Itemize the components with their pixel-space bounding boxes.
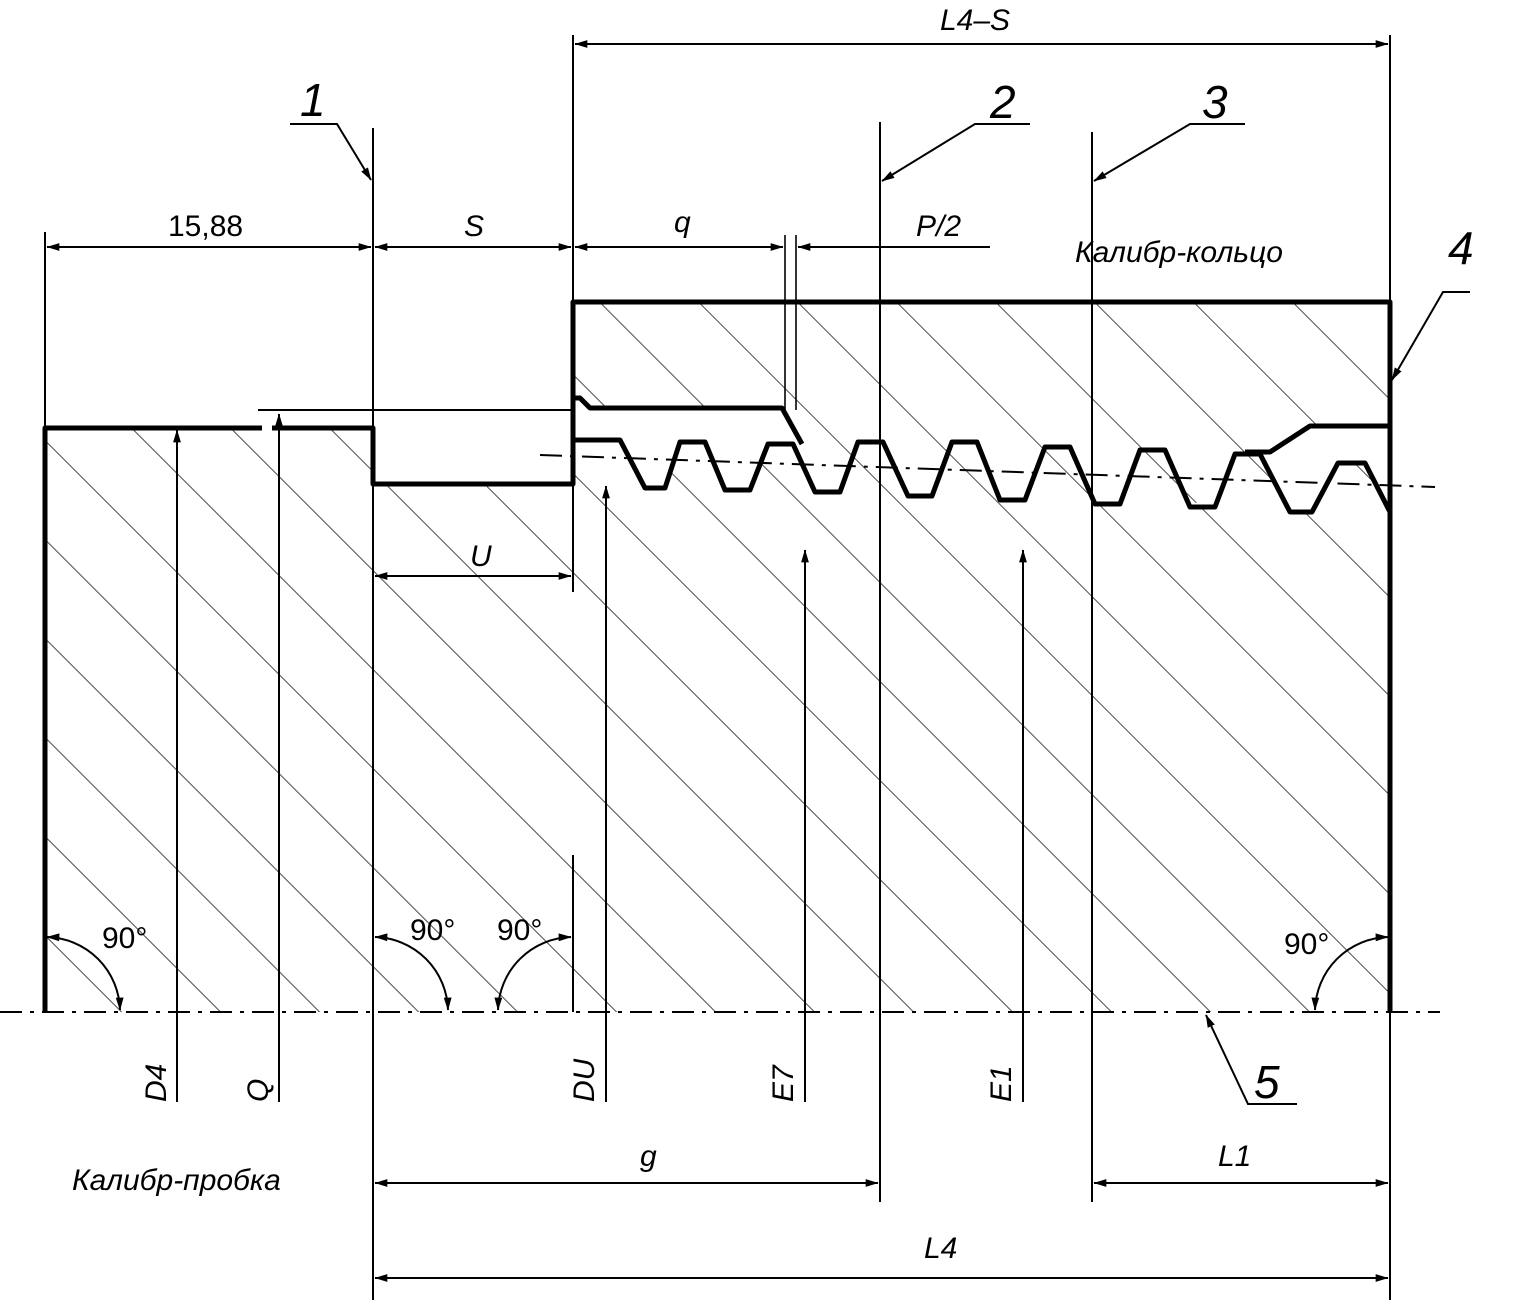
label-p2: P/2 (916, 210, 961, 243)
label-e1: E1 (985, 1065, 1018, 1102)
callout-5-leader (1205, 1014, 1297, 1105)
pitch-line (539, 454, 1436, 488)
label-15-88: 15,88 (168, 210, 243, 243)
angle-arc-1 (46, 933, 124, 1011)
callout-1-leader (290, 123, 372, 181)
angle-label-4: 90° (1284, 928, 1329, 961)
callout-3-leader (1093, 123, 1245, 182)
label-l1: L1 (1218, 1140, 1251, 1173)
label-du: DU (568, 1058, 601, 1102)
label-l4: L4 (924, 1232, 957, 1265)
angle-arc-3 (494, 933, 572, 1011)
callout-4: 4 (1448, 222, 1474, 274)
callout-1: 1 (300, 74, 326, 126)
callout-2-leader (881, 123, 1030, 182)
label-q-diam: Q (242, 1079, 275, 1102)
callout-5: 5 (1254, 1056, 1280, 1108)
callout-4-leader (1391, 291, 1470, 381)
angle-label-2: 90° (410, 914, 455, 947)
ring-gauge-label: Калибр-кольцо (1075, 236, 1283, 269)
angle-label-1: 90° (102, 922, 147, 955)
label-q: q (674, 206, 691, 239)
angle-arc-2 (374, 933, 452, 1011)
label-l4-minus-s: L4–S (940, 4, 1010, 37)
label-d4: D4 (140, 1064, 173, 1102)
label-s: S (464, 210, 484, 243)
label-u: U (470, 540, 492, 573)
angle-label-3: 90° (497, 914, 542, 947)
label-e7: E7 (767, 1064, 800, 1102)
callout-2: 2 (989, 76, 1016, 128)
callout-3: 3 (1202, 76, 1228, 128)
plug-gauge-label: Калибр-пробка (72, 1164, 281, 1197)
angle-arc-4 (1311, 933, 1389, 1011)
label-g: g (640, 1140, 657, 1173)
